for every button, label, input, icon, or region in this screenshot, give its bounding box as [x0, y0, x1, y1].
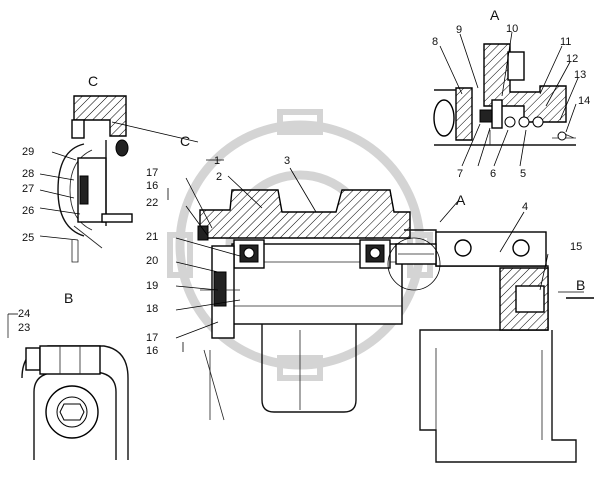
callout-23: 23	[18, 322, 30, 334]
callout-28: 28	[22, 168, 34, 180]
leader-lines	[8, 31, 594, 352]
detail-b	[7, 314, 129, 460]
main-assembly	[197, 189, 577, 463]
callout-8: 8	[432, 36, 438, 48]
callout-29: 29	[22, 146, 34, 158]
detail-a	[433, 43, 576, 146]
callout-4: 4	[522, 201, 528, 213]
view-a-marker: A	[456, 192, 466, 208]
callout-11: 11	[560, 36, 571, 48]
callout-22: 22	[146, 197, 158, 209]
detail-a-title: A	[490, 7, 500, 23]
callout-16-bottom: 16	[146, 345, 158, 357]
callout-26: 26	[22, 205, 34, 217]
callout-12: 12	[566, 53, 578, 65]
callout-3: 3	[284, 155, 290, 167]
callout-24: 24	[18, 308, 30, 320]
callout-25: 25	[22, 232, 34, 244]
view-labels: A A C C B B	[64, 7, 585, 306]
callout-13: 13	[574, 69, 586, 81]
part-callouts: 1 2 3 4 5 6 7 8 9 10 11 12 13 14 15 16 1…	[18, 23, 590, 357]
callout-15: 15	[570, 241, 582, 253]
callout-7: 7	[457, 168, 463, 180]
callout-21: 21	[146, 231, 158, 243]
view-c-marker: C	[180, 133, 190, 149]
callout-1: 1	[214, 155, 220, 167]
callout-9: 9	[456, 24, 462, 36]
callout-16-top: 16	[146, 180, 158, 192]
callout-2: 2	[216, 171, 222, 183]
detail-b-title: B	[64, 290, 73, 306]
callout-14: 14	[578, 95, 590, 107]
callout-27: 27	[22, 183, 34, 195]
callout-10: 10	[506, 23, 518, 35]
callout-17-bottom: 17	[146, 332, 158, 344]
view-b-marker: B	[576, 277, 585, 293]
detail-c-title: C	[88, 73, 98, 89]
detail-c	[57, 95, 133, 263]
callout-17-top: 17	[146, 167, 158, 179]
callout-19: 19	[146, 280, 158, 292]
callout-20: 20	[146, 255, 158, 267]
callout-6: 6	[490, 168, 496, 180]
callout-5: 5	[520, 168, 526, 180]
callout-18: 18	[146, 303, 158, 315]
